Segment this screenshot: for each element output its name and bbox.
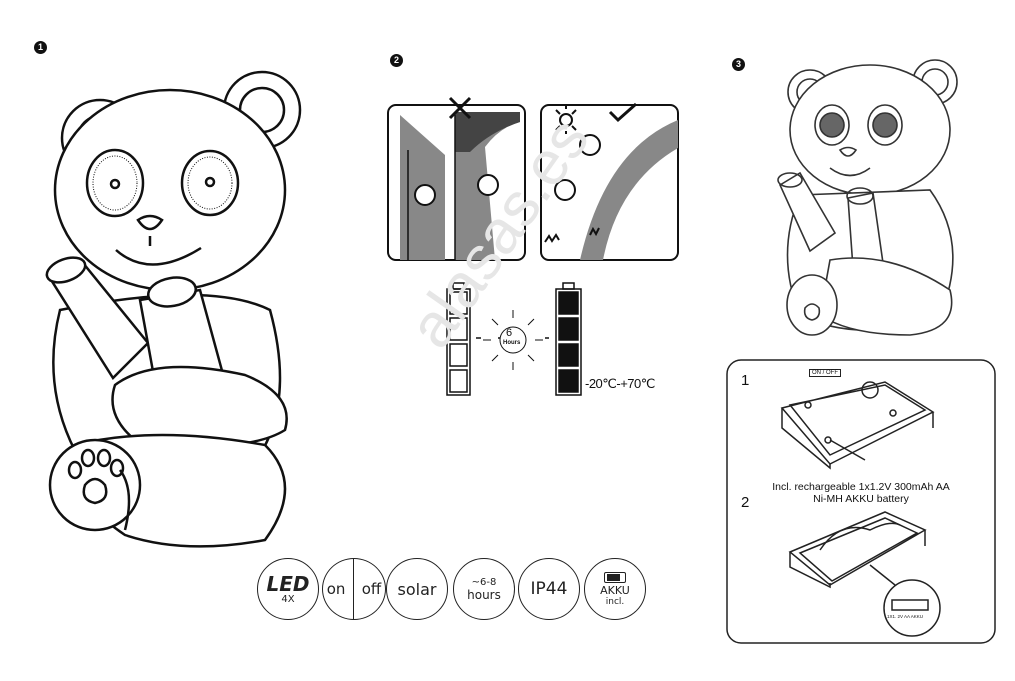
led-label: LED (266, 571, 310, 596)
akku-included: incl. (605, 596, 625, 607)
runtime-badge: ~6-8 hours (453, 558, 515, 620)
battery-note-line-1: Incl. rechargeable 1x1.2V 300mAh AA (772, 481, 950, 493)
temperature-range: -20℃-+70℃ (585, 376, 655, 391)
wrong-placement-scene (387, 96, 526, 261)
box-step-2-number: 2 (741, 494, 750, 511)
led-count: 4X (281, 593, 295, 605)
battery-full-icon (555, 282, 582, 396)
charge-hours-value: 6 (506, 327, 513, 339)
battery-note: Incl. rechargeable 1x1.2V 300mAh AA Ni-M… (733, 481, 989, 505)
step-marker-3: 3 (732, 58, 745, 71)
solar-label: solar (397, 579, 437, 599)
ip-rating: IP44 (530, 579, 568, 599)
battery-compartment-diagram (788, 511, 941, 637)
off-label: off (361, 580, 382, 598)
led-count-badge: LED 4X (257, 558, 319, 620)
step-marker-1: 1 (34, 41, 47, 54)
lid-screws-diagram (780, 381, 935, 470)
on-off-switch-label: ON / OFF (809, 369, 841, 377)
battery-type-label: 1X1. 2V AA AKKU (887, 614, 924, 619)
akku-badge: AKKU incl. (584, 558, 646, 620)
on-off-badge: on off (322, 558, 386, 620)
step-marker-2: 2 (390, 54, 403, 67)
correct-placement-scene (540, 102, 679, 261)
battery-icon (604, 571, 626, 583)
runtime-range: ~6-8 (471, 576, 497, 588)
box-step-1-number: 1 (741, 372, 750, 389)
battery-note-line-2: Ni-MH AKKU battery (813, 493, 909, 505)
ip-rating-badge: IP44 (518, 558, 580, 620)
akku-label: AKKU (600, 583, 630, 597)
sun-hours-icon (483, 310, 543, 370)
solar-badge: solar (386, 558, 448, 620)
runtime-unit: hours (467, 587, 501, 602)
battery-empty-icon (446, 282, 471, 396)
charge-hours-unit: Hours (503, 340, 521, 346)
on-label: on (326, 580, 346, 598)
